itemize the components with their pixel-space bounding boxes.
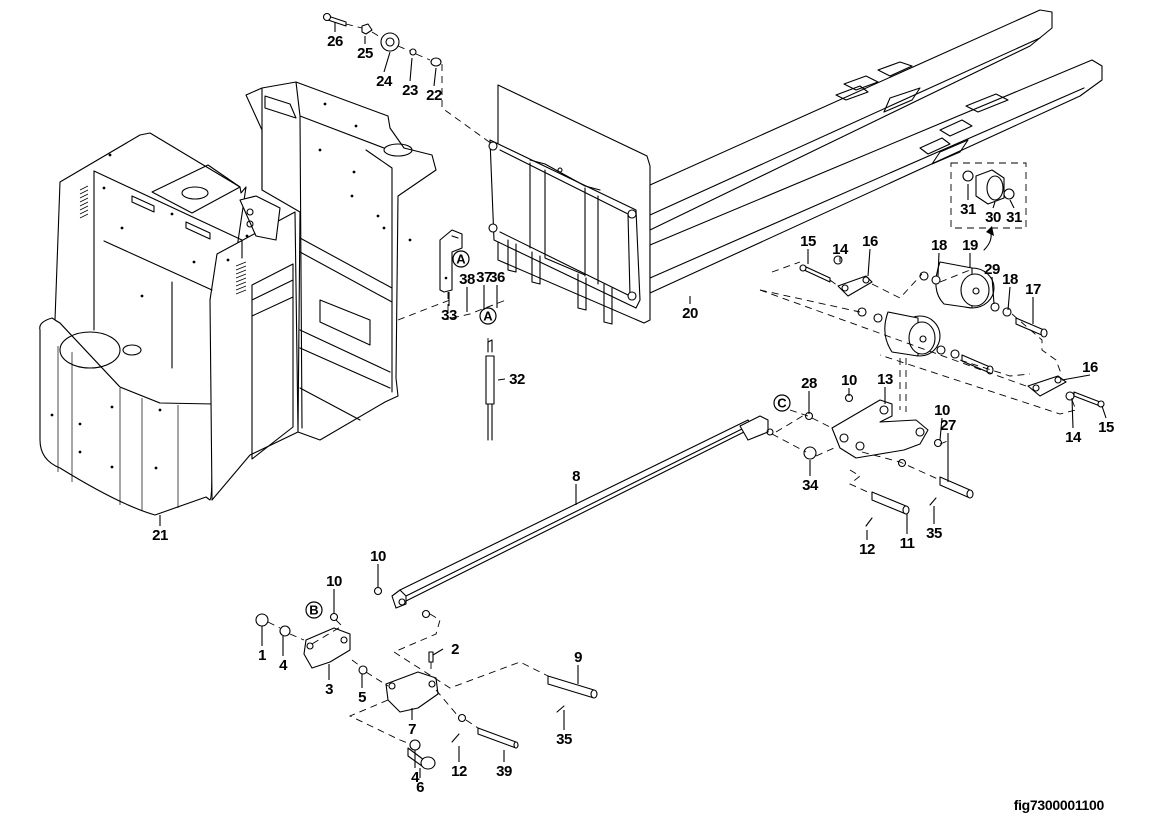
callout-12-roll-pin-upper[interactable]: 12 — [859, 541, 875, 558]
callout-leader-bearing — [991, 276, 995, 305]
ref-marker-connection-A-lower — [479, 307, 497, 325]
callout-leader-washer-lower — [1007, 286, 1011, 311]
reference-markers: A A B C — [305, 250, 791, 619]
mast-frame — [239, 81, 437, 441]
callout-4-washer-lower[interactable]: 4 — [411, 769, 421, 786]
callout-leader-roller-tire — [992, 201, 996, 209]
load-rollers — [799, 162, 1105, 408]
callout-24-bearing[interactable]: 24 — [376, 73, 393, 90]
callout-37-washer[interactable]: 37 — [476, 269, 492, 286]
callout-35-roll-pin-lower[interactable]: 35 — [556, 731, 572, 748]
callout-7-bracket-right[interactable]: 7 — [408, 721, 417, 738]
callout-5-bushing[interactable]: 5 — [358, 689, 367, 706]
callout-25-nut[interactable]: 25 — [357, 45, 373, 62]
callout-leader-bolt-lower — [1101, 405, 1107, 419]
callout-4-washer-upper[interactable]: 4 — [279, 657, 289, 674]
callout-leader-nut-lower — [1071, 397, 1074, 429]
callout-10-bushing-rod[interactable]: 10 — [370, 548, 386, 565]
callout-27-pin[interactable]: 27 — [940, 417, 956, 434]
callout-14-nut-upper[interactable]: 14 — [832, 241, 849, 258]
cylinder-32-part — [485, 339, 495, 441]
top-hardware — [322, 12, 442, 67]
callout-38-nut[interactable]: 38 — [459, 271, 475, 288]
callout-1-roller[interactable]: 1 — [258, 647, 267, 664]
callout-26-bolt[interactable]: 26 — [327, 33, 343, 50]
callout-39-pin[interactable]: 39 — [496, 763, 512, 780]
ref-marker-connection-B — [305, 601, 323, 619]
callout-11-pin[interactable]: 11 — [900, 535, 916, 552]
callout-14-nut-lower[interactable]: 14 — [1065, 429, 1082, 446]
callout-leader-bearing-right — [1009, 199, 1015, 209]
callout-18-washer-upper[interactable]: 18 — [931, 237, 947, 254]
callout-19-load-roller[interactable]: 19 — [962, 237, 978, 254]
callout-6-pin-with-head[interactable]: 6 — [416, 779, 425, 796]
callout-8-push-rod[interactable]: 8 — [572, 468, 581, 485]
callout-16-plate-upper[interactable]: 16 — [862, 233, 878, 250]
ref-marker-label-connection-A-upper: A — [456, 252, 466, 267]
callout-leader-retaining-ring — [409, 57, 413, 82]
callout-21-chassis[interactable]: 21 — [152, 527, 168, 544]
callout-18-washer-lower[interactable]: 18 — [1002, 271, 1018, 288]
ref-marker-label-connection-B: B — [309, 603, 318, 618]
callout-23-retaining-ring[interactable]: 23 — [402, 82, 418, 99]
callout-3-bracket-left[interactable]: 3 — [325, 681, 334, 698]
callout-leader-bearing — [383, 51, 391, 73]
rocker-link-part — [831, 399, 929, 459]
push-rod-part — [391, 415, 774, 609]
chassis-part — [39, 132, 299, 516]
callout-34-roller[interactable]: 34 — [802, 477, 819, 494]
ref-marker-connection-A-upper — [452, 250, 470, 268]
callout-36-screw[interactable]: 36 — [489, 269, 505, 286]
figure-id: fig7300001100 — [1013, 797, 1105, 813]
callout-13-rocker-link[interactable]: 13 — [877, 371, 893, 388]
callout-9-pin[interactable]: 9 — [574, 649, 583, 666]
fork-assembly-part — [488, 9, 1103, 325]
bracket-33-part — [439, 229, 463, 293]
callout-leader-plate-lower — [1061, 374, 1091, 381]
ref-marker-connection-C — [773, 394, 791, 412]
callout-30-roller-tire[interactable]: 30 — [985, 209, 1001, 226]
callout-15-bolt-lower[interactable]: 15 — [1098, 419, 1114, 436]
ref-marker-label-connection-A-lower: A — [483, 309, 493, 324]
assembly-lines — [267, 23, 1077, 745]
callout-16-plate-lower[interactable]: 16 — [1082, 359, 1098, 376]
callout-31-bearing-right[interactable]: 31 — [1006, 209, 1022, 226]
callout-leader-cylinder — [497, 378, 506, 381]
ref-marker-label-connection-C: C — [777, 396, 787, 411]
callout-29-bearing[interactable]: 29 — [984, 261, 1000, 278]
callout-20-fork-assembly[interactable]: 20 — [682, 305, 698, 322]
rocker-hardware — [803, 393, 974, 527]
callout-leader-bushing-rocker-right — [939, 417, 943, 441]
callout-10-bushing-bracket[interactable]: 10 — [326, 573, 342, 590]
callout-28-bushing[interactable]: 28 — [801, 375, 817, 392]
callout-22-cap[interactable]: 22 — [426, 87, 442, 104]
callout-15-bolt-upper[interactable]: 15 — [800, 233, 816, 250]
callout-leader-plate-upper — [867, 248, 871, 277]
callout-35-roll-pin-upper[interactable]: 35 — [926, 525, 942, 542]
callout-31-bearing-left[interactable]: 31 — [960, 201, 976, 218]
lower-linkage — [255, 586, 598, 770]
callout-10-bushing-rocker-right[interactable]: 10 — [934, 402, 950, 419]
callout-33-bracket[interactable]: 33 — [441, 307, 457, 324]
callout-10-bushing-rocker[interactable]: 10 — [841, 372, 857, 389]
callout-17-axle[interactable]: 17 — [1025, 281, 1041, 298]
callout-leader-grease-nipple — [432, 648, 444, 656]
callout-32-cylinder[interactable]: 32 — [509, 371, 525, 388]
callout-2-grease-nipple[interactable]: 2 — [451, 641, 460, 658]
callout-leader-washer-upper — [937, 252, 940, 277]
callout-12-roll-pin-lower[interactable]: 12 — [451, 763, 467, 780]
callout-leader-cap — [433, 67, 437, 87]
